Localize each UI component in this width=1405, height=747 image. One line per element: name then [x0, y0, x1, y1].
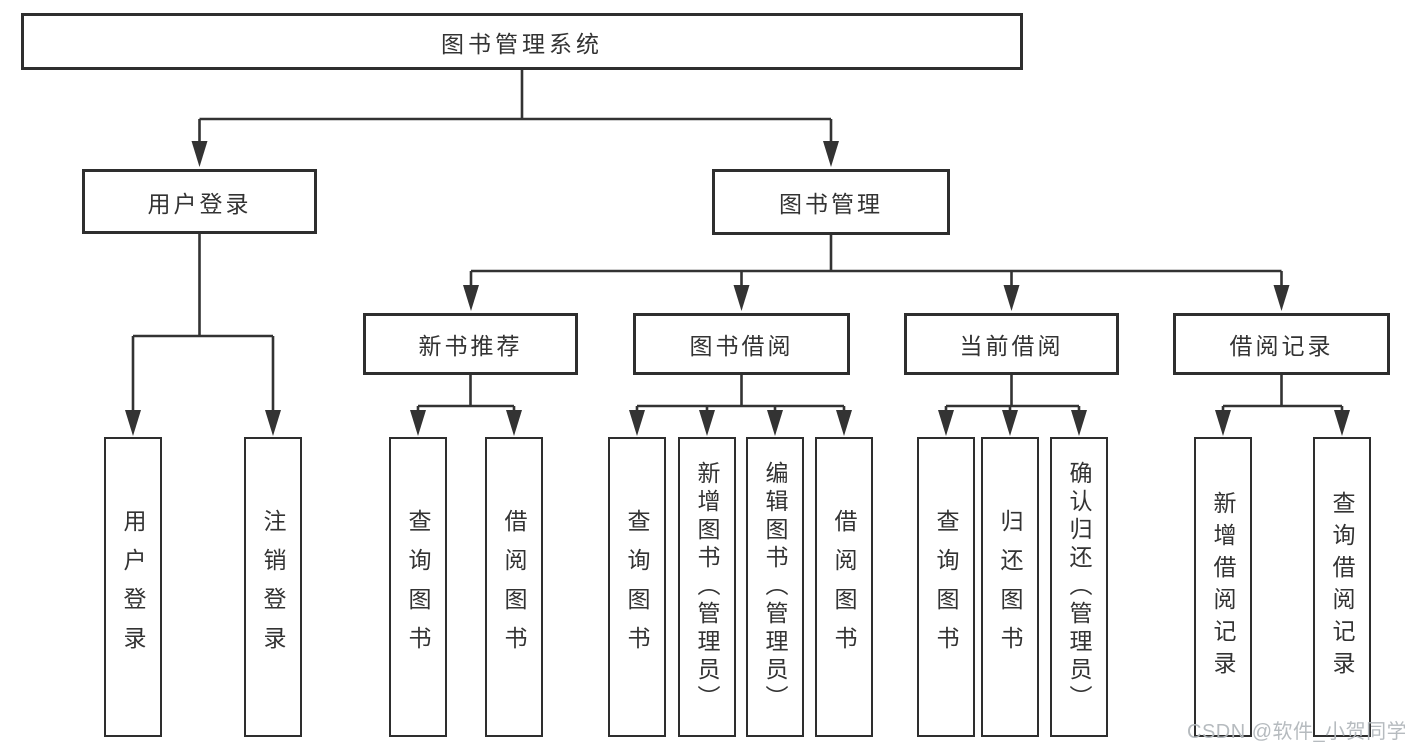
leaf-query-books-recommend: 查询图书 [389, 437, 447, 737]
leaf-borrow-books-borrowing: 借阅图书 [815, 437, 873, 737]
leaf-confirm-return-admin: 确认归还（管理员） [1050, 437, 1108, 737]
node-library-management-system: 图书管理系统 [21, 13, 1023, 70]
leaf-add-borrow-record: 新增借阅记录 [1194, 437, 1252, 737]
leaf-user-login: 用户登录 [104, 437, 162, 737]
leaf-borrow-books-recommend: 借阅图书 [485, 437, 543, 737]
node-current-borrowing: 当前借阅 [904, 313, 1119, 375]
leaf-add-books-admin: 新增图书（管理员） [678, 437, 736, 737]
leaf-logout: 注销登录 [244, 437, 302, 737]
node-book-borrowing: 图书借阅 [633, 313, 850, 375]
leaf-edit-books-admin: 编辑图书（管理员） [746, 437, 804, 737]
leaf-query-books-current: 查询图书 [917, 437, 975, 737]
node-new-book-recommendation: 新书推荐 [363, 313, 578, 375]
arrowheads [125, 141, 1350, 436]
leaf-query-books-borrowing: 查询图书 [608, 437, 666, 737]
node-user-login: 用户登录 [82, 169, 317, 234]
node-book-management: 图书管理 [712, 169, 950, 235]
leaf-query-borrow-record: 查询借阅记录 [1313, 437, 1371, 737]
csdn-watermark: CSDN @软件_小贺同学 [1187, 721, 1405, 743]
node-borrowing-records: 借阅记录 [1173, 313, 1390, 375]
leaf-return-books: 归还图书 [981, 437, 1039, 737]
